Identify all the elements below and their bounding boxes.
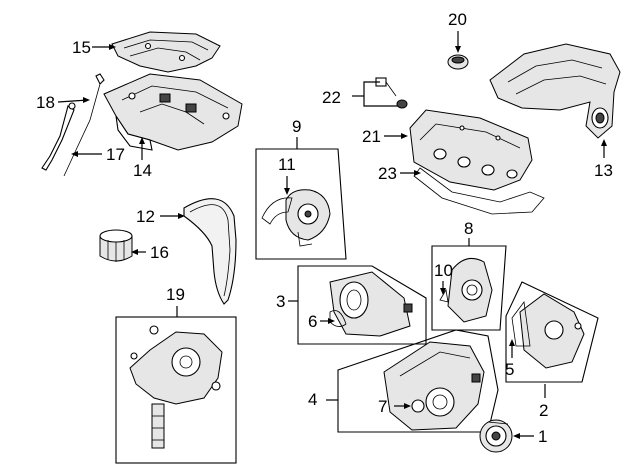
part-14-oil-pan[interactable] bbox=[103, 73, 243, 151]
part-5-cover-gasket[interactable] bbox=[511, 300, 531, 347]
callout-23: 23 bbox=[378, 164, 397, 183]
part-16-oil-filter[interactable] bbox=[99, 229, 133, 262]
arrowhead-11 bbox=[284, 188, 290, 195]
callout-4: 4 bbox=[308, 390, 317, 409]
box-4-lower-cover bbox=[337, 329, 499, 433]
callout-21: 21 bbox=[362, 127, 381, 146]
callout-3: 3 bbox=[276, 292, 285, 311]
callout-8: 8 bbox=[464, 219, 473, 238]
part-4-lower-timing-cover[interactable] bbox=[383, 341, 485, 431]
part-9-water-pump[interactable] bbox=[285, 189, 331, 247]
callout-1: 1 bbox=[538, 427, 547, 446]
callout-2: 2 bbox=[539, 401, 548, 420]
callout-22: 22 bbox=[322, 88, 341, 107]
part-7-crank-seal[interactable] bbox=[411, 399, 425, 413]
arrowhead-16 bbox=[131, 249, 138, 255]
part-6-cover-seal[interactable] bbox=[329, 310, 347, 327]
arrowhead-20 bbox=[455, 46, 461, 53]
callout-6: 6 bbox=[308, 312, 317, 331]
box-3-timing-cover bbox=[297, 265, 427, 345]
callout-15: 15 bbox=[72, 38, 91, 57]
part-19-oil-pump[interactable] bbox=[129, 325, 223, 449]
callout-20: 20 bbox=[448, 10, 467, 29]
arrowhead-21 bbox=[401, 133, 408, 139]
box-19-oil-pump bbox=[115, 316, 237, 464]
callout-18: 18 bbox=[36, 93, 55, 112]
callout-12: 12 bbox=[136, 207, 155, 226]
callout-7: 7 bbox=[378, 397, 387, 416]
callout-17: 17 bbox=[106, 145, 125, 164]
box-8-timing-cover bbox=[431, 245, 507, 331]
arrowhead-17 bbox=[71, 151, 78, 157]
box-2-timing-cover bbox=[505, 281, 599, 383]
arrowhead-18 bbox=[83, 97, 90, 103]
arrowhead-15 bbox=[109, 44, 116, 50]
arrowhead-13 bbox=[601, 139, 607, 146]
callout-11: 11 bbox=[278, 155, 296, 174]
arrowhead-14 bbox=[139, 137, 145, 144]
part-21-valve-cover[interactable] bbox=[409, 109, 533, 191]
box-9-water-pump bbox=[255, 148, 347, 260]
part-3-middle-timing-cover[interactable] bbox=[329, 271, 413, 337]
arrowhead-10 bbox=[440, 288, 446, 295]
callout-9: 9 bbox=[292, 117, 301, 136]
part-18-dipstick[interactable] bbox=[63, 73, 105, 177]
arrowhead-1 bbox=[513, 433, 520, 439]
arrowhead-5 bbox=[509, 339, 515, 346]
arrowhead-7 bbox=[404, 403, 411, 409]
callout-14: 14 bbox=[133, 161, 152, 180]
part-8-upper-timing-cover[interactable] bbox=[447, 257, 493, 323]
part-20-oil-cap[interactable] bbox=[447, 54, 469, 70]
part-23-valve-cover-gasket[interactable] bbox=[413, 167, 545, 215]
part-12-timing-belt[interactable] bbox=[183, 198, 237, 305]
arrowhead-6 bbox=[328, 318, 335, 324]
part-13-intake-manifold[interactable] bbox=[489, 43, 621, 139]
part-15-baffle-plate[interactable] bbox=[111, 31, 221, 73]
callout-5: 5 bbox=[505, 360, 514, 379]
callout-13: 13 bbox=[594, 161, 613, 180]
part-2-front-timing-cover[interactable] bbox=[519, 293, 585, 369]
part-22-cover-bolts[interactable] bbox=[375, 77, 408, 109]
arrowhead-23 bbox=[414, 170, 421, 176]
callout-10: 10 bbox=[434, 261, 453, 280]
part-11-gasket[interactable] bbox=[261, 197, 293, 225]
callout-19: 19 bbox=[166, 285, 185, 304]
leader-22 bbox=[363, 81, 398, 107]
callout-16: 16 bbox=[150, 243, 169, 262]
part-17-dipstick-tube[interactable] bbox=[41, 102, 76, 171]
arrowhead-12 bbox=[178, 213, 185, 219]
part-1-crank-pulley[interactable] bbox=[479, 419, 513, 453]
